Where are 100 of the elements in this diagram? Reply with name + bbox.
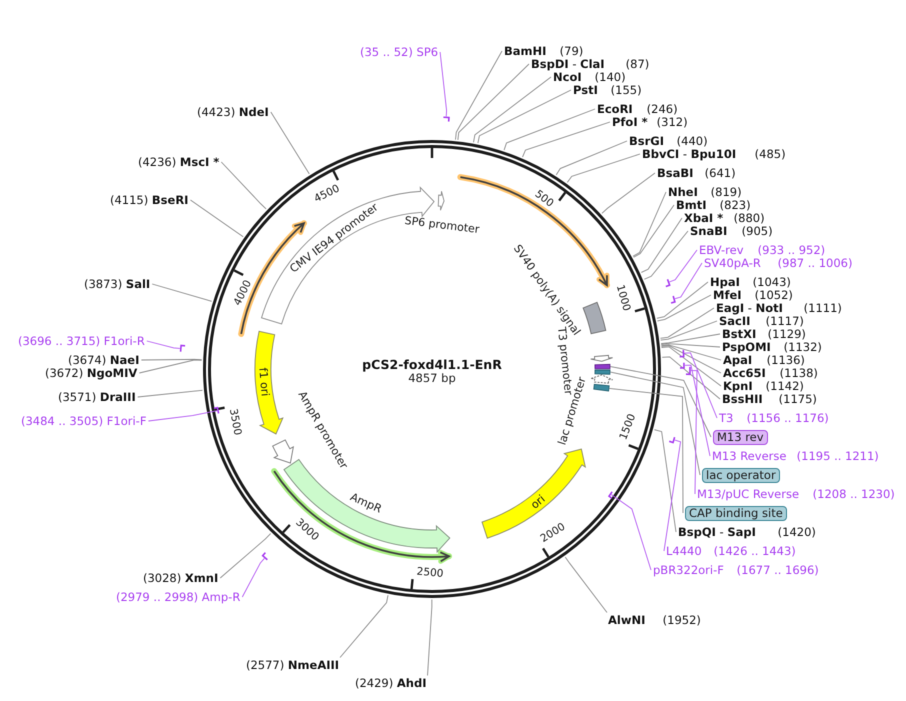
leader-line [690,370,698,494]
feature-name: SP6 promoter [404,214,480,236]
feature-name: f1 ori [256,367,272,397]
restriction-site-label: (2429) AhdI [355,676,427,690]
restriction-site-label: BamHI (79) [504,44,584,58]
leader-line [242,558,265,598]
restriction-site-label: NheI (819) [668,186,742,198]
plasmid-length: 4857 bp [408,372,456,385]
tick-label: 1000 [614,283,632,312]
restriction-site-label: SacII (1117) [719,314,804,328]
restriction-site-label: BmtI (823) [676,198,751,212]
restriction-site-label: BsaBI (641) [657,166,736,180]
leader-line [633,204,674,258]
leader-line [427,599,432,676]
primer-label: M13 Reverse (1195 .. 1211) [712,450,879,462]
leader-line [609,388,684,514]
leader-line [674,262,702,300]
restriction-site-label: KpnI (1142) [723,380,804,392]
primer-binding-mark [684,365,692,376]
restriction-site-label: PstI (155) [573,84,642,96]
restriction-site-label: XbaI * (880) [684,212,765,224]
leader-line [632,192,666,257]
primer-binding-mark [179,343,187,354]
leader-line [669,250,698,282]
primer-label: (35 .. 52) SP6 [360,46,438,58]
primer-binding-mark [678,348,686,359]
primer-binding-mark [678,361,686,370]
feature-label: lac operator [702,468,780,482]
leader-line [610,494,652,570]
primer-binding-mark [441,115,451,124]
leader-line [602,172,656,214]
leader-line [473,76,552,143]
primer-binding-mark [607,490,614,500]
leader-line [610,366,712,438]
tick-label: 3500 [228,408,243,437]
restriction-site-label: EcoRI (246) [597,102,678,116]
primer-binding-mark [212,406,221,415]
leader-line [660,343,720,348]
leader-line [137,390,203,398]
leader-line [610,372,700,476]
leader-line [566,154,640,183]
leader-line [684,364,710,456]
leader-line [654,429,676,532]
restriction-site-label: NcoI (140) [553,70,626,84]
tick-label: 4000 [232,278,254,308]
leader-line [660,334,720,344]
leader-line [684,352,718,418]
restriction-site-label: (2577) NmeAIII [246,658,340,672]
primer-binding-mark [667,435,677,444]
leader-line [455,50,502,140]
restriction-site-label: BstXI (1129) [722,328,806,340]
feature-name: ori [528,492,548,512]
tick-label: 500 [533,188,556,209]
leader-line [440,52,448,117]
restriction-site-label: MfeI (1052) [713,288,793,302]
tick-label: 4500 [312,184,342,205]
restriction-site-label: EagI - NotI (1111) [716,302,842,314]
restriction-site-label: SnaBI (905) [690,224,773,238]
primer-label: L4440 (1426 .. 1443) [666,544,796,558]
feature-block [592,383,611,392]
tick-label: 1500 [618,412,638,442]
leader-line [564,556,608,613]
leader-line [477,90,572,144]
restriction-site-label: ApaI (1136) [723,354,805,366]
primer-label: pBR322ori-F (1677 .. 1696) [653,564,819,576]
plasmid-name: pCS2-foxd4l1.1-EnR [362,357,502,372]
leader-line [504,108,596,151]
primer-label: T3 (1156 .. 1176) [719,412,829,424]
leader-line [660,345,722,374]
leader-line [522,122,610,158]
primer-label: SV40pA-R (987 .. 1006) [704,256,852,270]
restriction-site-label: (3672) NgoMIV [45,366,138,380]
primer-label: EBV-rev (933 .. 952) [699,244,826,256]
restriction-site-label: BspQI - SapI (1420) [678,526,816,538]
restriction-site-label: (3873) SalI [84,278,150,290]
restriction-site-label: (3674) NaeI [68,354,140,366]
restriction-site-label: HpaI (1043) [710,276,791,288]
leader-line [664,440,682,552]
restriction-site-label: (3028) XmnI [143,572,218,584]
restriction-site-label: PspOMI (1132) [722,340,822,354]
leader-line [152,284,212,302]
primer-binding-mark [261,551,269,562]
restriction-site-label: AlwNI (1952) [608,614,701,626]
feature-label: CAP binding site [685,506,787,520]
restriction-site-label: (4236) MscI * [138,156,220,168]
restriction-site-label: BspDI - ClaI (87) [531,58,650,70]
primer-label: (3484 .. 3505) F1ori-F [21,414,146,428]
leader-line [660,344,722,360]
leader-line [138,360,202,374]
leader-line [656,282,708,319]
leader-line [657,294,712,322]
restriction-site-label: BssHII (1175) [722,392,817,406]
feature-label: M13 rev [713,430,768,444]
restriction-site-label: Acc65I (1138) [723,366,818,380]
leader-line [146,340,180,349]
leader-line [661,346,722,386]
feature-block [593,369,612,375]
leader-line [190,200,244,238]
primer-label: (3696 .. 3715) F1ori-R [18,334,145,348]
restriction-site-label: BbvCI - Bpu10I (485) [642,148,786,160]
